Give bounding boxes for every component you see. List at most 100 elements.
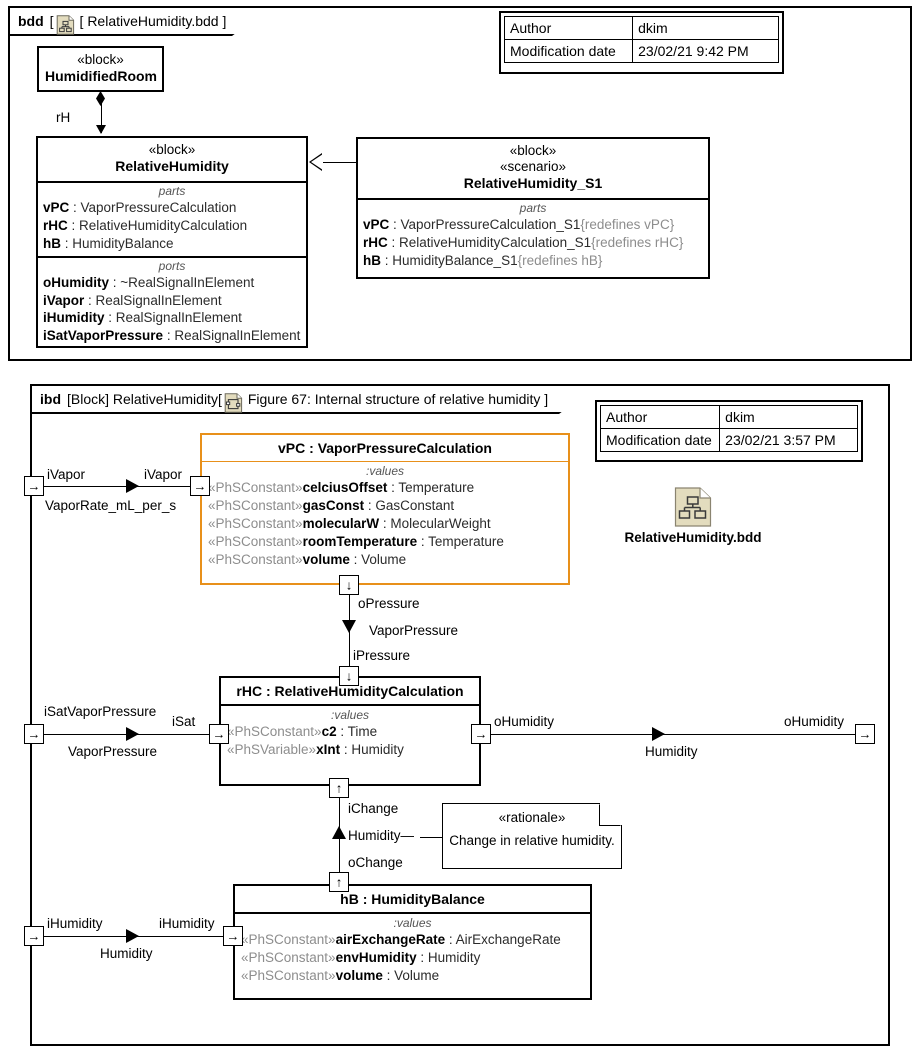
ibd-diagram-icon — [224, 393, 243, 413]
value-item: «PhSConstant»molecularW : MolecularWeigh… — [208, 515, 491, 531]
ibd-meta-label-modification-date: Modification date — [600, 429, 721, 452]
port-arrow-right-glyph: → — [474, 726, 488, 741]
connector-pressure-arrowhead — [342, 620, 356, 633]
port-ipressure-rhc[interactable]: ↓ — [339, 666, 359, 686]
connector-change-line[interactable] — [338, 798, 340, 882]
port-opressure-vpc[interactable]: ↓ — [339, 575, 359, 595]
port-arrow-up-glyph: ↑ — [335, 780, 343, 795]
bdd-diagram-tab[interactable]: bdd [ [ RelativeHumidity.bdd ] — [8, 6, 248, 36]
bdd-tab-title: [ RelativeHumidity.bdd ] — [79, 13, 227, 29]
port-arrow-right-glyph: → — [858, 726, 872, 741]
part-hb-title: hB : HumidityBalance — [235, 886, 590, 914]
port-arrow-right-glyph: → — [27, 928, 41, 943]
block-relative-humidity-header: «block» RelativeHumidity — [38, 138, 306, 183]
label-isatvaporpressure-boundary: iSatVaporPressure — [44, 704, 157, 719]
value-item: «PhSConstant»roomTemperature : Temperatu… — [208, 533, 504, 549]
generalization-arrowhead — [311, 154, 323, 170]
label-ohumidity-rhc: oHumidity — [494, 714, 555, 729]
block-relative-humidity-s1[interactable]: «block» «scenario» RelativeHumidity_S1 p… — [356, 137, 710, 279]
bdd-meta-label-modification-date: Modification date — [504, 40, 634, 63]
block-relative-humidity-stereotype: «block» — [148, 142, 196, 157]
part-vpc-title: vPC : VaporPressureCalculation — [202, 435, 568, 462]
port-ochange-hb[interactable]: ↑ — [329, 872, 349, 892]
part-vpc[interactable]: vPC : VaporPressureCalculation :values «… — [200, 433, 570, 585]
part-hb[interactable]: hB : HumidityBalance :values «PhSConstan… — [233, 884, 592, 1000]
ibd-meta-row-modification-date: Modification date 23/02/21 3:57 PM — [600, 429, 858, 452]
block-relative-humidity[interactable]: «block» RelativeHumidity parts vPC : Vap… — [36, 136, 308, 348]
label-ivapor-boundary: iVapor — [47, 467, 86, 482]
ibd-meta-label-author: Author — [600, 405, 721, 429]
part-item: vPC : VaporPressureCalculation — [43, 199, 237, 215]
value-item: «PhSConstant»c2 : Time — [227, 724, 378, 739]
port-arrow-up-glyph: ↑ — [335, 874, 343, 889]
values-compartment-label: :values — [330, 708, 370, 722]
bdd-tab-kind: bdd — [18, 13, 44, 29]
port-arrow-right-glyph: → — [226, 928, 240, 943]
block-relative-humidity-s1-name: RelativeHumidity_S1 — [463, 174, 603, 191]
label-opressure: oPressure — [358, 596, 420, 611]
block-humidified-room[interactable]: «block» HumidifiedRoom — [37, 46, 164, 92]
rationale-note[interactable]: «rationale» Change in relative humidity. — [442, 803, 622, 869]
block-humidified-room-stereotype: «block» — [77, 52, 124, 67]
block-relative-humidity-s1-header: «block» «scenario» RelativeHumidity_S1 — [358, 139, 708, 200]
connector-ihumidity-arrowhead — [126, 929, 139, 943]
ports-compartment-label: ports — [158, 258, 186, 273]
port-ivapor-vpc[interactable]: → — [190, 476, 210, 496]
port-ohumidity-boundary[interactable]: → — [855, 724, 875, 744]
part-item: rHC : RelativeHumidityCalculation — [43, 217, 248, 233]
port-ichange-rhc[interactable]: ↑ — [329, 778, 349, 798]
bdd-meta-row-modification-date: Modification date 23/02/21 9:42 PM — [504, 40, 779, 63]
parts-compartment-label: parts — [158, 183, 186, 198]
values-compartment-label: :values — [393, 916, 432, 930]
label-ohumidity-boundary: oHumidity — [784, 714, 845, 729]
port-item: iHumidity : RealSignalInElement — [43, 310, 242, 326]
port-ivapor-boundary[interactable]: → — [24, 476, 44, 496]
label-pressure-itemflow: VaporPressure — [369, 623, 459, 638]
part-item: rHC : RelativeHumidityCalculation_S1{red… — [363, 234, 684, 250]
block-relative-humidity-s1-parts-compartment: parts vPC : VaporPressureCalculation_S1{… — [358, 200, 708, 273]
port-ihumidity-hb[interactable]: → — [223, 926, 243, 946]
parts-compartment-label: parts — [519, 200, 547, 215]
port-isat-rhc[interactable]: → — [209, 724, 229, 744]
ibd-tab-prefix: [Block] RelativeHumidity[ — [67, 391, 222, 407]
port-item: oHumidity : ~RealSignalInElement — [43, 274, 255, 290]
composition-line — [100, 96, 102, 133]
connector-pressure-line[interactable] — [348, 595, 350, 683]
part-vpc-values-compartment: :values «PhSConstant»celciusOffset : Tem… — [202, 462, 568, 574]
port-arrow-right-glyph: → — [193, 478, 207, 493]
rationale-note-stereotype: «rationale» — [498, 810, 566, 825]
value-item: «PhSConstant»envHumidity : Humidity — [241, 949, 481, 965]
connector-ohumidity-arrowhead — [652, 727, 665, 741]
connector-ivapor-line[interactable] — [44, 485, 190, 487]
block-relative-humidity-name: RelativeHumidity — [115, 157, 229, 174]
ibd-meta-value-author: dkim — [720, 405, 858, 429]
value-item: «PhSVariable»xInt : Humidity — [227, 741, 404, 757]
bdd-tab-bracket-open: [ — [49, 13, 54, 29]
ibd-meta-table: Author dkim Modification date 23/02/21 3… — [595, 400, 863, 462]
port-item: iVapor : RealSignalInElement — [43, 292, 222, 308]
port-ihumidity-boundary[interactable]: → — [24, 926, 44, 946]
ibd-tab-kind: ibd — [40, 391, 61, 407]
port-arrow-right-glyph: → — [27, 478, 41, 493]
port-isatvaporpressure-boundary[interactable]: → — [24, 724, 44, 744]
generalization-line — [321, 161, 356, 163]
label-ochange: oChange — [348, 855, 403, 870]
block-relative-humidity-parts-compartment: parts vPC : VaporPressureCalculation rHC… — [38, 183, 306, 258]
part-rhc-title: rHC : RelativeHumidityCalculation — [221, 678, 479, 706]
bdd-file-shortcut[interactable]: RelativeHumidity.bdd — [618, 487, 768, 545]
label-ivapor-itemflow: VaporRate_mL_per_s — [45, 498, 177, 513]
note-fold-corner — [599, 804, 621, 826]
connector-ivapor-arrowhead — [126, 479, 139, 493]
label-ohumidity-itemflow: Humidity — [645, 744, 698, 759]
port-ohumidity-rhc[interactable]: → — [471, 724, 491, 744]
composition-arrowhead — [95, 125, 106, 134]
label-ihumidity-itemflow: Humidity — [100, 946, 153, 961]
value-item: «PhSConstant»volume : Volume — [241, 967, 440, 983]
connector-ohumidity-line[interactable] — [491, 733, 855, 735]
composition-end-label: rH — [56, 110, 71, 125]
part-item: vPC : VaporPressureCalculation_S1{redefi… — [363, 216, 675, 232]
ibd-diagram-tab[interactable]: ibd [Block] RelativeHumidity[ Figure 67:… — [30, 384, 575, 414]
part-rhc[interactable]: rHC : RelativeHumidityCalculation :value… — [219, 676, 481, 786]
port-arrow-down-glyph: ↓ — [345, 577, 353, 592]
block-humidified-room-header: «block» HumidifiedRoom — [39, 48, 162, 91]
